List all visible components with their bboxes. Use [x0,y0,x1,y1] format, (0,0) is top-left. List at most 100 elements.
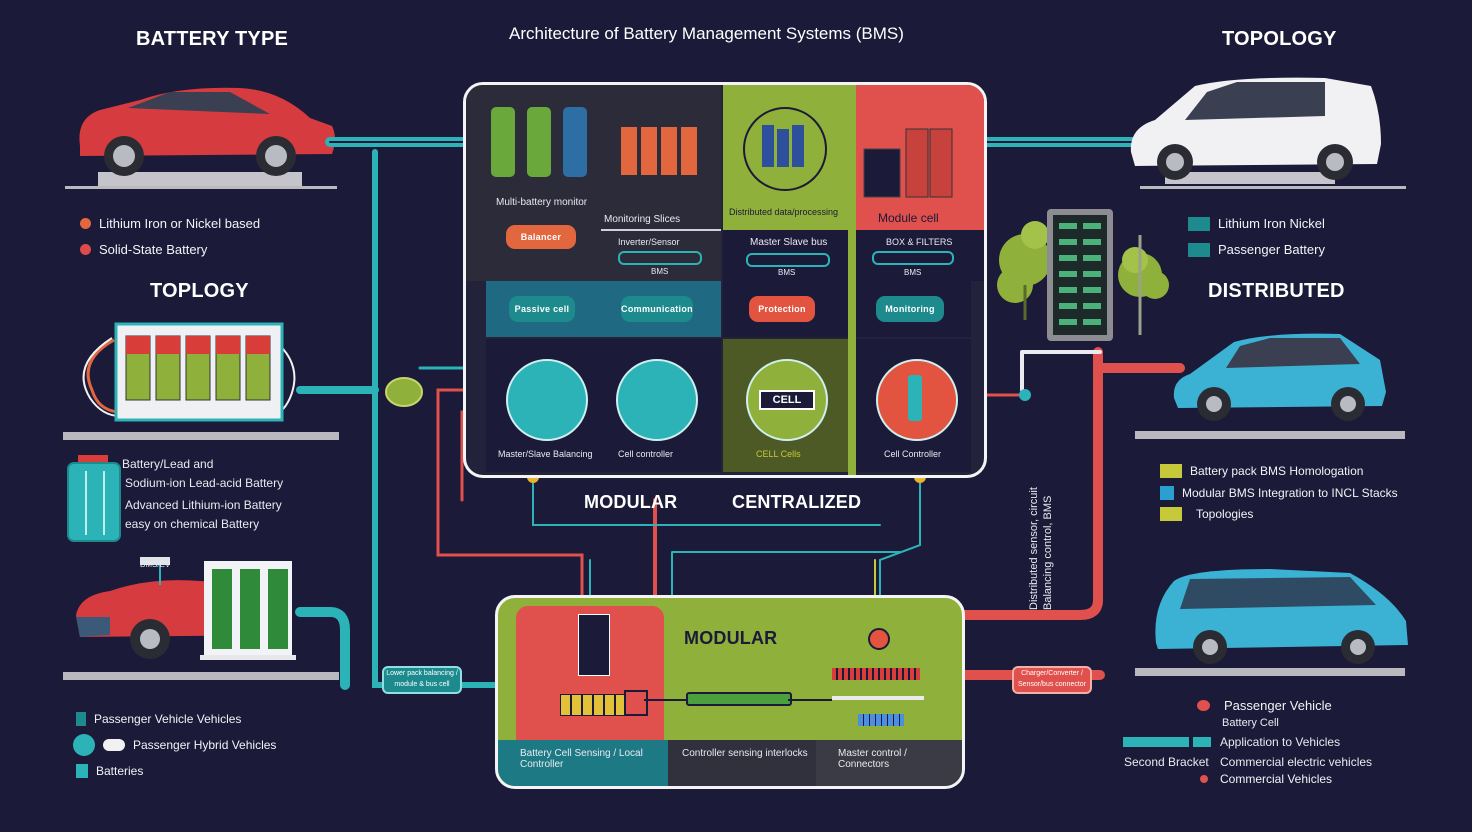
white-connector [1020,350,1102,392]
legend-label: Lithium Iron Nickel [1218,216,1325,231]
protection-bar [872,251,954,265]
legend-label: Solid-State Battery [99,242,208,257]
red-connector [1093,347,1185,373]
server-rack-illustration [997,209,1169,341]
cell-icon [76,764,88,778]
right-legend-modular-integration: Modular BMS Integration to INCL Stacks [1160,486,1398,500]
legend-label: Topologies [1196,507,1254,521]
legend-bar-icon [1193,737,1211,747]
panel-label-module: Module cell [878,211,939,225]
protection-button[interactable]: Protection [749,296,815,322]
right-legend-topologies: Topologies [1160,507,1253,521]
car-window [128,92,270,114]
cable [788,699,832,701]
legend-bar-icon [1123,737,1189,747]
right-legend-homologation: Battery pack BMS Homologation [1160,464,1363,478]
legend-label: Passenger Hybrid Vehicles [133,738,277,752]
panel-sub-monitoring: Inverter/Sensor [618,237,680,247]
battery-gauge-icon [560,694,626,716]
right-side-tag-text: Charger/Converter / Sensor/bus connector [1017,670,1087,688]
red-connector [436,388,584,602]
panel-foot: BMS [778,268,796,277]
left-legend-batteries: Batteries [76,764,143,778]
left-legend-hybrid-vehicles: Passenger Hybrid Vehicles [73,734,276,756]
legend-label: Lithium Iron or Nickel based [99,216,261,231]
module-cabinet-icon [863,128,953,198]
teal-connector [879,477,921,601]
red-connector [955,363,1103,620]
cell-controller-circle-icon [616,359,698,441]
right-legend-commercial-ev: Commercial electric vehicles [1220,755,1373,769]
passive-cell-button[interactable]: Passive cell [509,296,575,322]
ground-strip [1135,668,1405,676]
legend-dot-icon [80,244,91,255]
right-legend-bracket: Second Bracket [1124,755,1209,769]
monitoring-button[interactable]: Monitoring [876,296,944,322]
ground-strip [1140,186,1406,189]
vertical-annotation: Distributed sensor, circuit Balancing co… [1024,425,1064,615]
battery-cells-icon [491,107,587,177]
circle-label: Cell Controller [884,449,942,459]
legend-label: Passenger Vehicle Vehicles [94,712,242,726]
heading-distributed: DISTRIBUTED [1208,280,1345,302]
white-crossover-illustration [1130,77,1381,184]
car-platform [98,172,302,186]
battery-note: Battery/Lead and [122,457,214,471]
right-side-tag: Charger/Converter / Sensor/bus connector [1012,666,1092,694]
cell-stack-icon [908,375,922,421]
modular-footer-teal [498,740,668,786]
label-centralized: CENTRALIZED [732,492,862,512]
legend-swatch-icon [1160,486,1174,500]
panel-sub-module: BOX & FILTERS [886,237,953,247]
heading-topology-right: TOPOLOGY [1222,28,1337,50]
circle-label: Master/Slave Balancing [498,449,593,459]
communication-bar [746,253,830,267]
teal-connector [295,607,350,690]
battery-modules-icon [621,127,697,175]
balancer-button[interactable]: Balancer [506,225,576,249]
heading-battery-type: BATTERY TYPE [136,28,289,50]
modular-panel-title: MODULAR [684,628,778,648]
battery-icon [76,712,86,726]
battery-cylinder-icon [67,455,121,542]
modular-bottom-panel: MODULAR Battery Cell Sensing / Local Con… [495,595,965,789]
legend-item-lithium: Lithium Iron or Nickel based [80,216,260,231]
right-legend-passenger-battery: Passenger Battery [1188,242,1325,257]
legend-label: Commercial Vehicles [1220,772,1333,786]
led-strip-icon [832,668,920,680]
rack-modules [125,335,271,401]
sedan-with-charger-illustration [76,557,296,660]
green-separator [848,85,856,475]
circle-label: Cell controller [618,449,674,459]
panel-label-multi-battery: Multi-battery monitor [496,197,588,208]
battery-rack-illustration [82,322,296,422]
right-legend-commercial-vehicles: Commercial Vehicles [1200,772,1332,786]
communication-button[interactable]: Communication [621,296,693,322]
modular-footer-label: Controller sensing interlocks [682,748,808,759]
red-suv-illustration [79,87,335,186]
controller-bar-icon [686,692,792,706]
sensor-node-icon [385,377,423,407]
modular-footer-dark [668,740,816,786]
legend-label: Modular BMS Integration to INCL Stacks [1182,486,1398,500]
ground-strip [63,672,339,680]
legend-swatch-icon [1188,216,1210,231]
distributed-circle-icon [743,107,827,191]
left-side-tag-text: Lower pack balancing / module & bus cell [386,670,458,688]
panel-foot: BMS [651,267,669,276]
legend-dot-icon [80,218,91,229]
legend-dot-icon [1197,700,1210,711]
connector-node-icon [1019,389,1031,401]
legend-label: Batteries [96,764,144,778]
ground-strip [65,186,337,189]
monitoring-bar [618,251,702,265]
modular-footer-label: Battery Cell Sensing / Local Controller [520,748,643,770]
connector-icon [624,690,648,716]
legend-dot-icon [1200,775,1208,783]
left-legend-passenger-vehicles: Passenger Vehicle Vehicles [76,712,241,726]
teal-connector [589,551,901,601]
panel-label-monitoring: Monitoring Slices [604,214,681,225]
circle-label: CELL Cells [756,449,801,459]
network-icon [73,734,95,756]
ground-strip [63,432,339,440]
